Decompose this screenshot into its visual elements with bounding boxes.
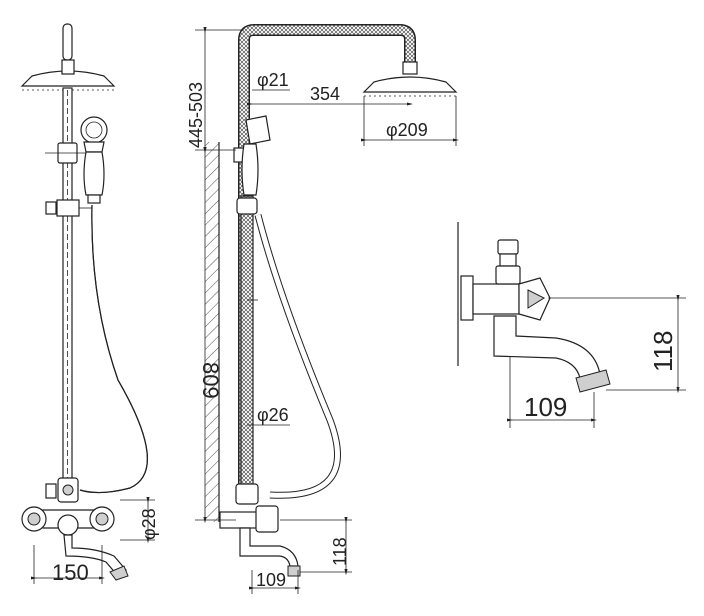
riser-top-cap [62, 23, 73, 61]
dim-mixer-width: 150 [52, 560, 89, 585]
front-hand-shower [80, 116, 108, 204]
dim-arm-height: 445-503 [186, 82, 206, 148]
front-view: 150 φ28 [20, 23, 159, 585]
front-mixer [21, 506, 129, 581]
dim-spout-diameter: φ28 [139, 508, 159, 540]
dim-riser-diameter: φ26 [257, 405, 289, 425]
dim-arm-length: 354 [310, 84, 340, 104]
dim-arm-diameter: φ21 [257, 70, 289, 90]
dim-head-diameter: φ209 [386, 120, 428, 140]
dim-spout-reach-side: 109 [256, 570, 286, 590]
dim-total-height: 809 [198, 362, 223, 399]
dim-spout-height-detail: 118 [648, 331, 678, 372]
dim-spout-height-side: 118 [330, 537, 350, 566]
side-riser [240, 195, 254, 487]
side-view: 445-503 809 φ21 354 φ209 φ26 109 118 [186, 24, 460, 594]
spout-detail-view: 118 109 [457, 222, 686, 428]
front-hose [79, 204, 148, 494]
wall-hatch [205, 142, 219, 522]
dim-spout-reach-detail: 109 [524, 392, 567, 422]
side-shower-head [362, 76, 458, 93]
